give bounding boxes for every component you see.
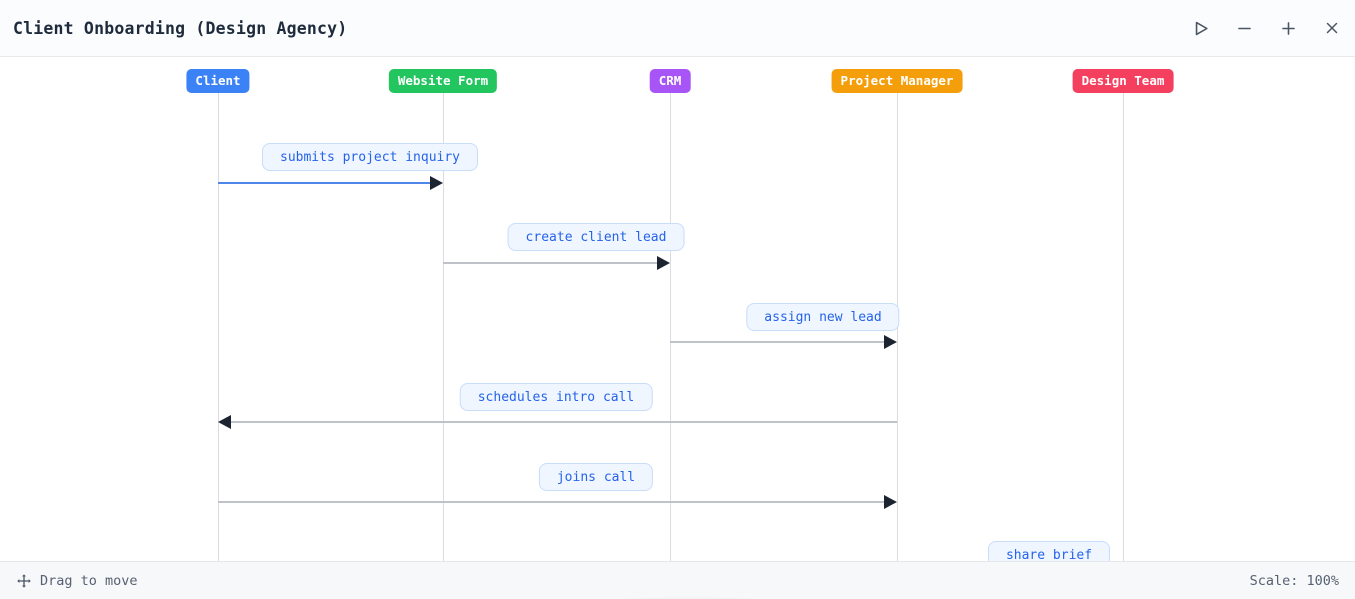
message-line-joins-call[interactable] [218,501,885,503]
message-label-share-brief[interactable]: share brief [987,541,1111,561]
message-label-submits-project-inquiry[interactable]: submits project inquiry [261,143,479,171]
close-button[interactable] [1317,11,1347,45]
arrowhead-icon [884,495,897,509]
titlebar: Client Onboarding (Design Agency) [0,0,1355,57]
actor-crm[interactable]: CRM [649,69,691,93]
arrowhead-icon [657,256,670,270]
minus-icon [1235,19,1254,38]
titlebar-controls [1185,11,1347,45]
close-icon [1323,19,1341,37]
actor-client[interactable]: Client [186,69,250,93]
actor-design-team[interactable]: Design Team [1072,69,1174,93]
actor-website-form[interactable]: Website Form [388,69,498,93]
diagram-title: Client Onboarding (Design Agency) [13,18,348,38]
play-icon [1191,19,1210,38]
arrowhead-icon [884,335,897,349]
drag-hint-group: Drag to move [16,573,138,589]
message-line-assign-new-lead[interactable] [670,341,885,343]
statusbar: Drag to move Scale: 100% [0,561,1355,599]
message-label-create-client-lead[interactable]: create client lead [507,223,685,251]
message-line-create-client-lead[interactable] [443,262,658,264]
drag-hint-label: Drag to move [40,572,138,589]
message-label-assign-new-lead[interactable]: assign new lead [746,303,900,331]
run-button[interactable] [1185,11,1215,45]
actor-project-manager[interactable]: Project Manager [831,69,963,93]
lifeline-website-form [442,93,444,561]
move-icon [16,573,32,589]
lifeline-crm [669,93,671,561]
diagram-canvas[interactable]: Client Website Form CRM Project Manager Desi… [0,57,1355,561]
minimize-button[interactable] [1229,11,1259,45]
plus-icon [1279,19,1298,38]
scale-indicator: Scale: 100% [1249,572,1339,589]
message-label-schedules-intro-call[interactable]: schedules intro call [459,383,653,411]
lifeline-client [217,93,219,561]
zoom-in-button[interactable] [1273,11,1303,45]
lifeline-design-team [1122,93,1124,561]
arrowhead-icon [430,176,443,190]
message-line-submits-project-inquiry[interactable] [218,182,431,184]
message-label-joins-call[interactable]: joins call [538,463,654,491]
arrowhead-icon [218,415,231,429]
message-line-schedules-intro-call[interactable] [230,421,897,423]
